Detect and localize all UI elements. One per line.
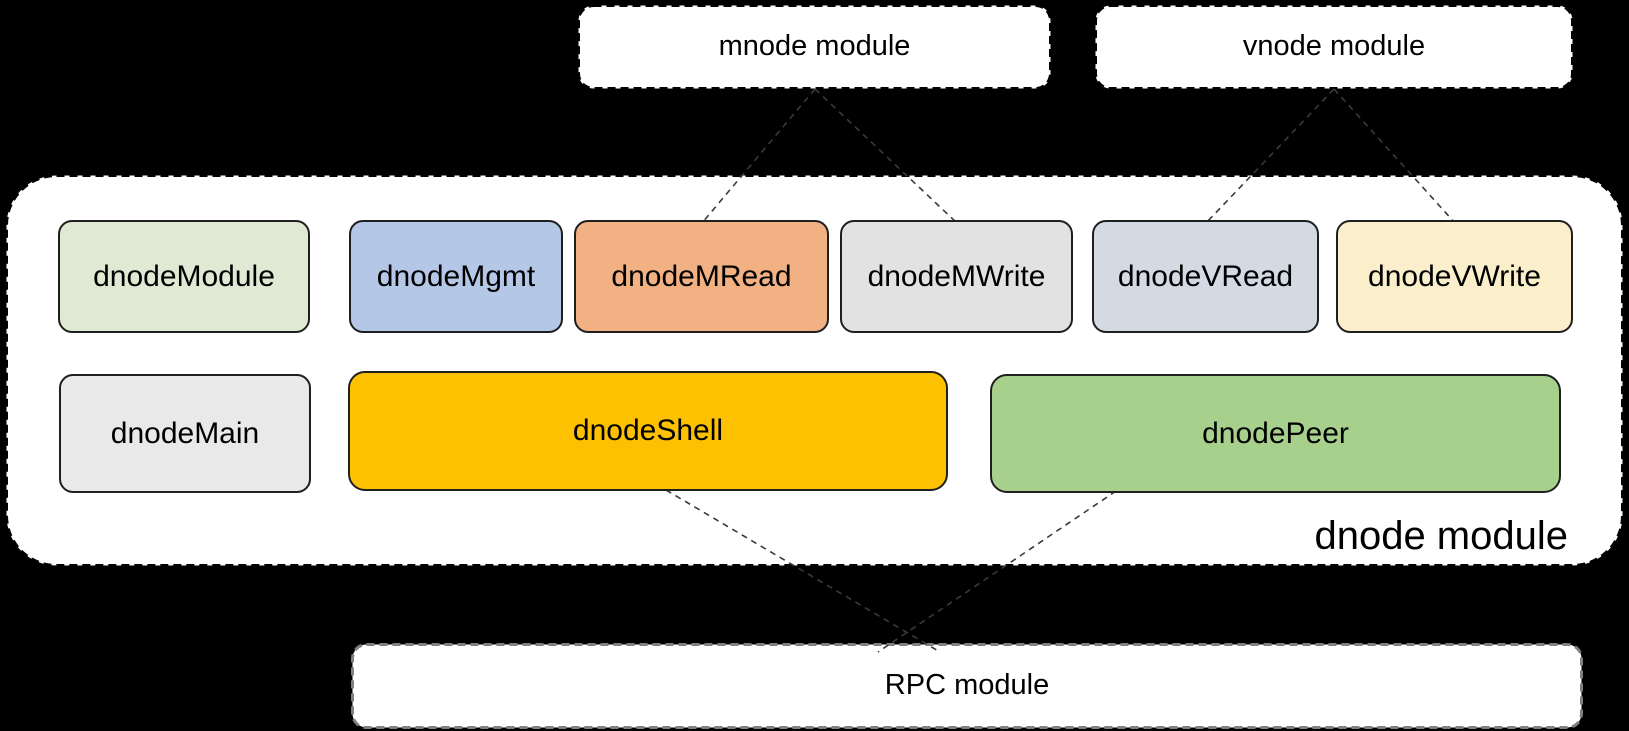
- box-dnodeshell: dnodeShell: [348, 371, 948, 491]
- box-dnodemread: dnodeMRead: [574, 220, 829, 333]
- box-dnodevwrite: dnodeVWrite: [1336, 220, 1573, 333]
- box-dnodevread: dnodeVRead: [1092, 220, 1319, 333]
- rpc-module-label: RPC module: [884, 669, 1050, 701]
- connector-vnode-dnodevwrite: [1333, 88, 1456, 224]
- connector-lines: [665, 88, 1456, 653]
- box-dnodepeer: dnodePeer: [990, 374, 1561, 493]
- rpc-module-box: [351, 643, 1583, 729]
- connector-dnodepeer-rpc: [877, 490, 1117, 653]
- box-dnodemwrite: dnodeMWrite: [840, 220, 1073, 333]
- box-dnodemgmt: dnodeMgmt: [349, 220, 563, 333]
- box-dnodemodule: dnodeModule: [58, 220, 310, 333]
- connector-vnode-dnodevread: [1205, 88, 1335, 224]
- box-dnodemain: dnodeMain: [59, 374, 311, 493]
- connector-dnodeshell-rpc: [665, 489, 941, 653]
- mnode-module-box: [577, 4, 1052, 90]
- vnode-module-box: [1094, 4, 1574, 90]
- mnode-module-label: mnode module: [718, 30, 911, 62]
- dnode-container-label: dnode module: [1314, 513, 1568, 558]
- connector-mnode-dnodemread: [701, 88, 816, 224]
- vnode-module-label: vnode module: [1242, 30, 1426, 62]
